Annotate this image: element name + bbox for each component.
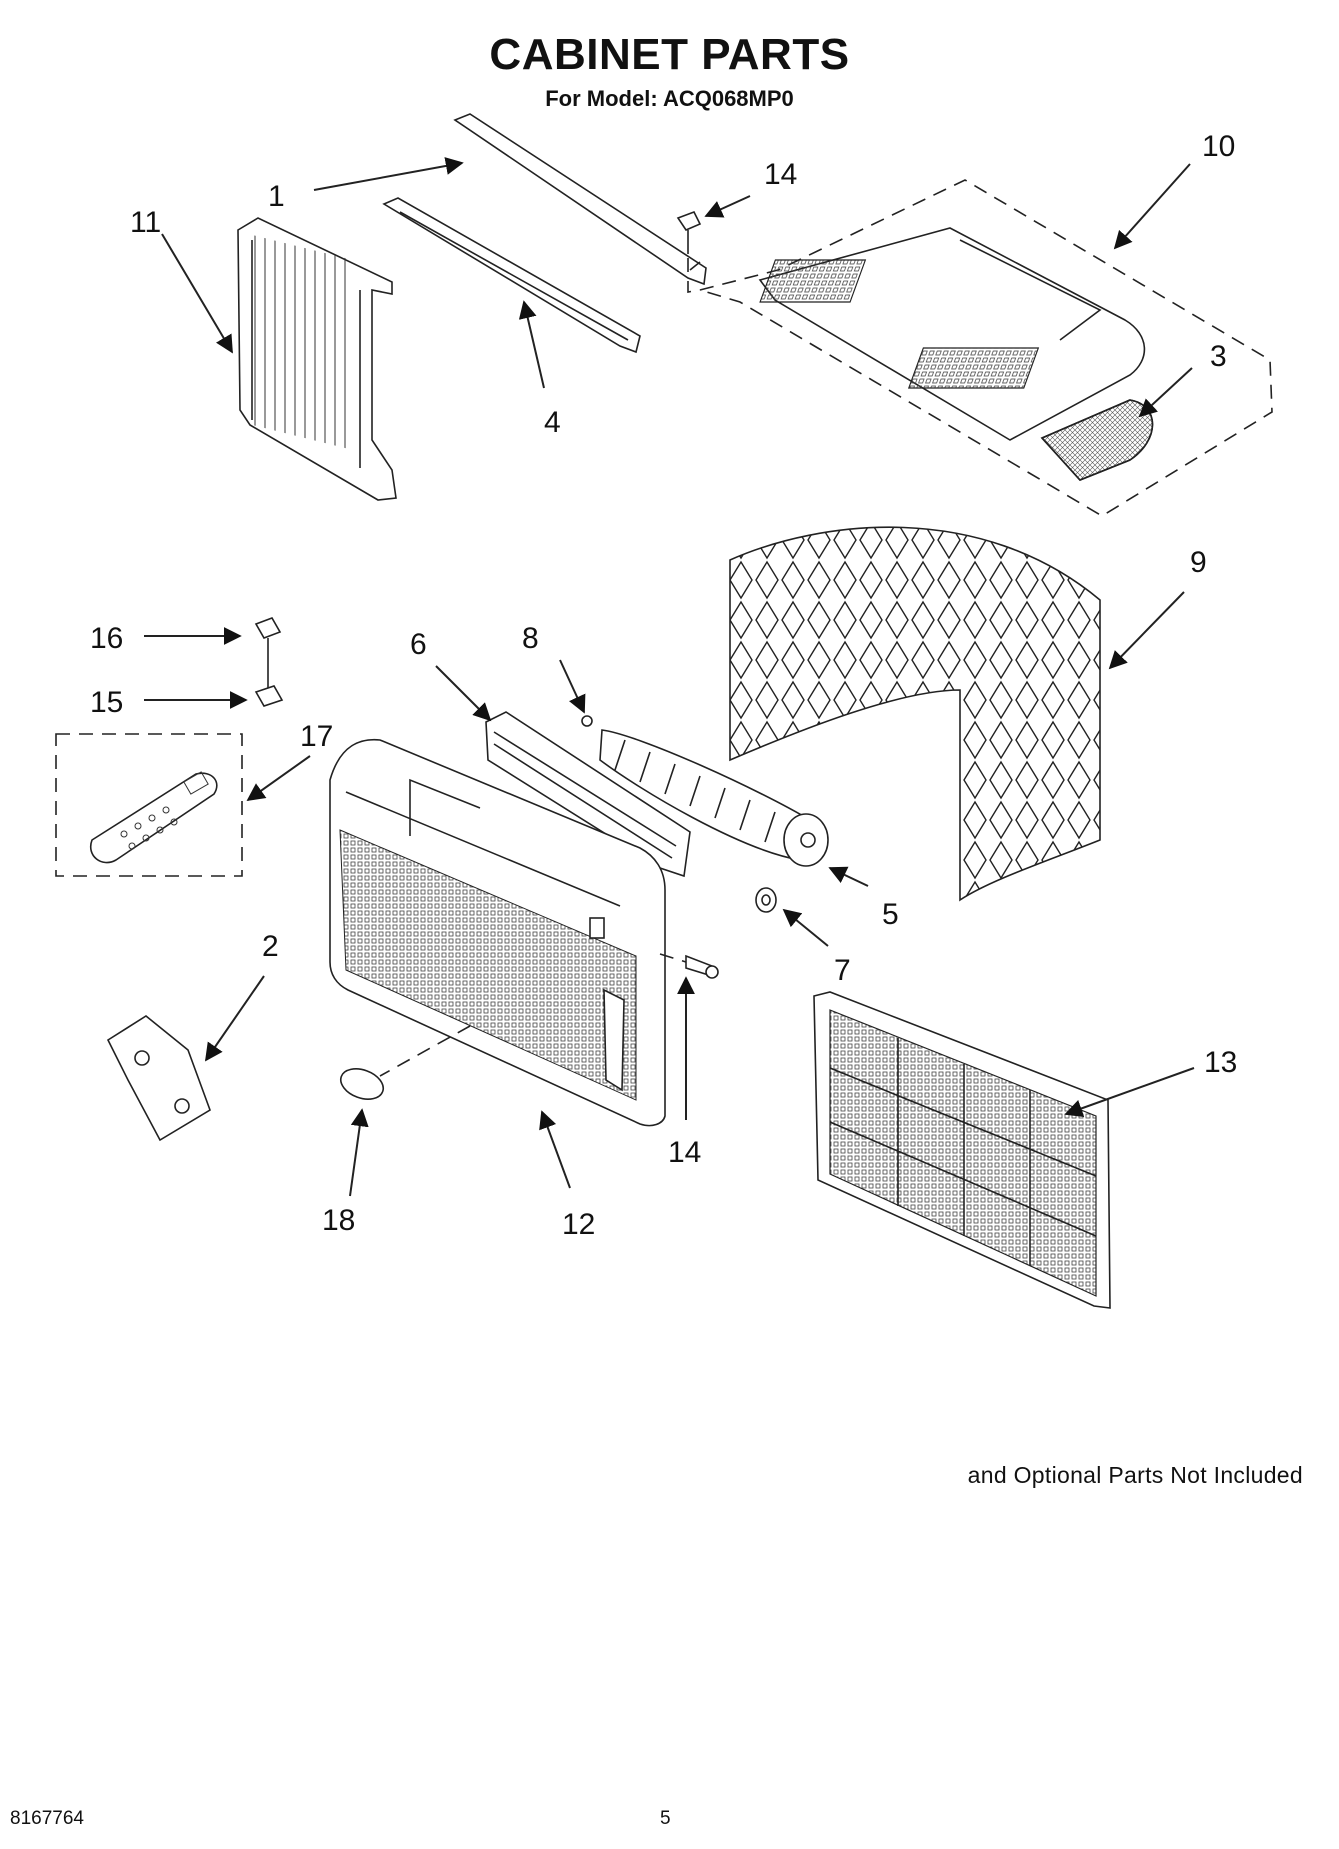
screw-part-14-top (676, 210, 702, 293)
clip-part-15 (254, 660, 284, 707)
bracket-part-2 (106, 1015, 211, 1142)
callout-12: 12 (562, 1208, 595, 1241)
page-title: CABINET PARTS (489, 30, 850, 79)
bearing-part-7 (755, 887, 777, 913)
callout-4: 4 (544, 406, 561, 439)
screw-part-14-lower (659, 953, 719, 979)
callout-14-lower: 14 (668, 1136, 701, 1169)
callout-16: 16 (90, 622, 123, 655)
callout-11: 11 (130, 206, 161, 239)
mesh-wrapper-part-9 (729, 526, 1101, 902)
callout-13: 13 (1204, 1046, 1237, 1079)
document-number: 8167764 (10, 1808, 84, 1829)
top-rail-part-1 (453, 113, 707, 286)
callout-5: 5 (882, 898, 899, 931)
callout-6: 6 (410, 628, 427, 661)
front-cabinet-part-12 (329, 738, 666, 1127)
optional-parts-note: and Optional Parts Not Included (967, 1462, 1303, 1488)
bushing-part-8 (581, 715, 593, 727)
side-curtain-part-11 (237, 217, 397, 501)
filter-pad-part-3 (1040, 399, 1154, 481)
callout-18: 18 (322, 1204, 355, 1237)
top-cover-part-10 (697, 179, 1273, 517)
remote-control-part-17 (55, 733, 243, 877)
model-subtitle: For Model: ACQ068MP0 (545, 86, 794, 111)
callout-10: 10 (1202, 130, 1235, 163)
screw-part-16 (254, 617, 282, 660)
lower-rail-part-4 (382, 197, 641, 354)
louver-part-6 (485, 711, 691, 878)
callout-8: 8 (522, 622, 539, 655)
callout-14-top: 14 (764, 158, 797, 191)
callout-15: 15 (90, 686, 123, 719)
callout-7: 7 (834, 954, 851, 987)
filter-part-13 (813, 991, 1111, 1309)
badge-part-18 (339, 1068, 385, 1100)
callout-1: 1 (268, 180, 285, 213)
callout-2: 2 (262, 930, 279, 963)
blower-wheel-part-5 (599, 729, 829, 867)
callout-9: 9 (1190, 546, 1207, 579)
leader-lines (144, 157, 1195, 1197)
callout-3: 3 (1210, 340, 1227, 373)
callout-17: 17 (300, 720, 333, 753)
page-number: 5 (660, 1808, 671, 1829)
